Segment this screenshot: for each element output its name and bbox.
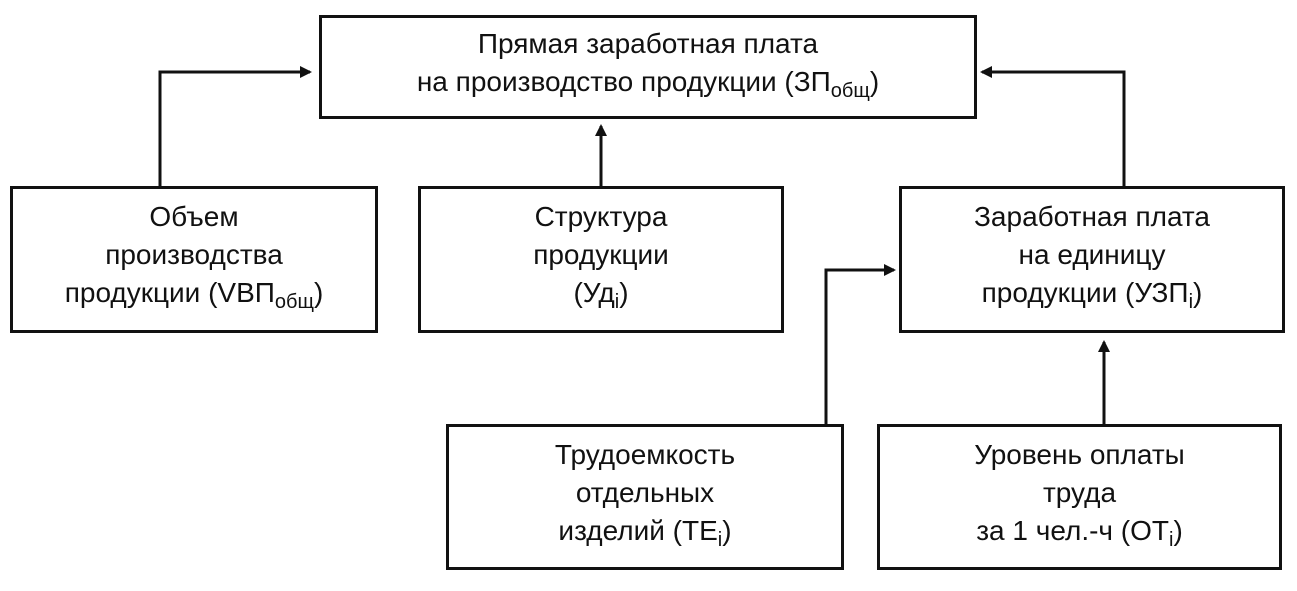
node-production-volume-subscript: общ	[274, 291, 314, 313]
arrow-volume-to-top	[158, 66, 312, 186]
node-production-volume-line1: Объем	[149, 201, 239, 232]
node-wage-per-unit-line2: на единицу	[1018, 239, 1166, 270]
node-production-volume-line3-end: )	[313, 277, 324, 308]
node-pay-level-subscript: i	[1169, 528, 1174, 551]
node-production-volume-line3: продукции (VBПобщ)	[65, 274, 324, 321]
node-production-volume-line3-text: продукции (VBП	[64, 277, 275, 308]
node-labor-intensity-subscript: i	[717, 528, 723, 551]
node-pay-level-line3-text: за 1 чел.-ч (ОТ	[976, 514, 1169, 546]
node-wage-per-unit-line3-end: )	[1193, 277, 1203, 308]
node-pay-level: Уровень оплаты труда за 1 чел.-ч (ОТi)	[877, 424, 1282, 570]
node-wage-per-unit: Заработная плата на единицу продукции (У…	[899, 186, 1285, 333]
node-pay-level-line1: Уровень оплаты	[974, 438, 1185, 470]
arrow-wage-unit-to-top	[980, 66, 1126, 186]
node-production-volume: Объем производства продукции (VBПобщ)	[10, 186, 378, 333]
node-direct-wages-line2-end: )	[869, 65, 880, 97]
node-pay-level-line3: за 1 чел.-ч (ОТi)	[976, 512, 1183, 559]
node-labor-intensity: Трудоемкость отдельных изделий (ТЕi)	[446, 424, 844, 570]
node-labor-intensity-line1: Трудоемкость	[554, 438, 736, 470]
node-product-structure-line3-end: )	[619, 277, 629, 308]
node-product-structure-line2: продукции	[533, 239, 669, 270]
node-wage-per-unit-line1: Заработная плата	[974, 201, 1210, 232]
node-direct-wages-line2-text: на производство продукции (ЗП	[416, 65, 831, 97]
node-labor-intensity-line3-text: изделий (ТЕ	[558, 514, 718, 546]
arrow-labor-to-wage-unit	[824, 264, 896, 424]
node-product-structure-line3-text: (Уд	[573, 277, 615, 308]
node-direct-wages-line1: Прямая заработная плата	[477, 27, 819, 59]
node-direct-wages-line2: на производство продукции (ЗПобщ)	[417, 63, 879, 110]
node-product-structure-line3: (Удi)	[573, 274, 628, 321]
node-wage-per-unit-line3: продукции (УЗПi)	[982, 274, 1203, 321]
node-product-structure-line1: Структура	[534, 201, 668, 232]
node-product-structure: Структура продукции (Удi)	[418, 186, 784, 333]
node-wage-per-unit-line3-text: продукции (УЗП	[981, 277, 1189, 308]
node-product-structure-subscript: i	[614, 291, 620, 313]
node-labor-intensity-line3: изделий (ТЕi)	[558, 512, 731, 559]
node-wage-per-unit-subscript: i	[1188, 291, 1194, 313]
node-direct-wages-subscript: общ	[830, 79, 870, 102]
node-pay-level-line3-end: )	[1173, 514, 1183, 546]
node-direct-wages: Прямая заработная плата на производство …	[319, 15, 977, 119]
node-pay-level-line2: труда	[1042, 476, 1117, 508]
node-labor-intensity-line3-end: )	[722, 514, 732, 546]
node-production-volume-line2: производства	[105, 239, 283, 270]
node-labor-intensity-line2: отдельных	[575, 476, 715, 508]
